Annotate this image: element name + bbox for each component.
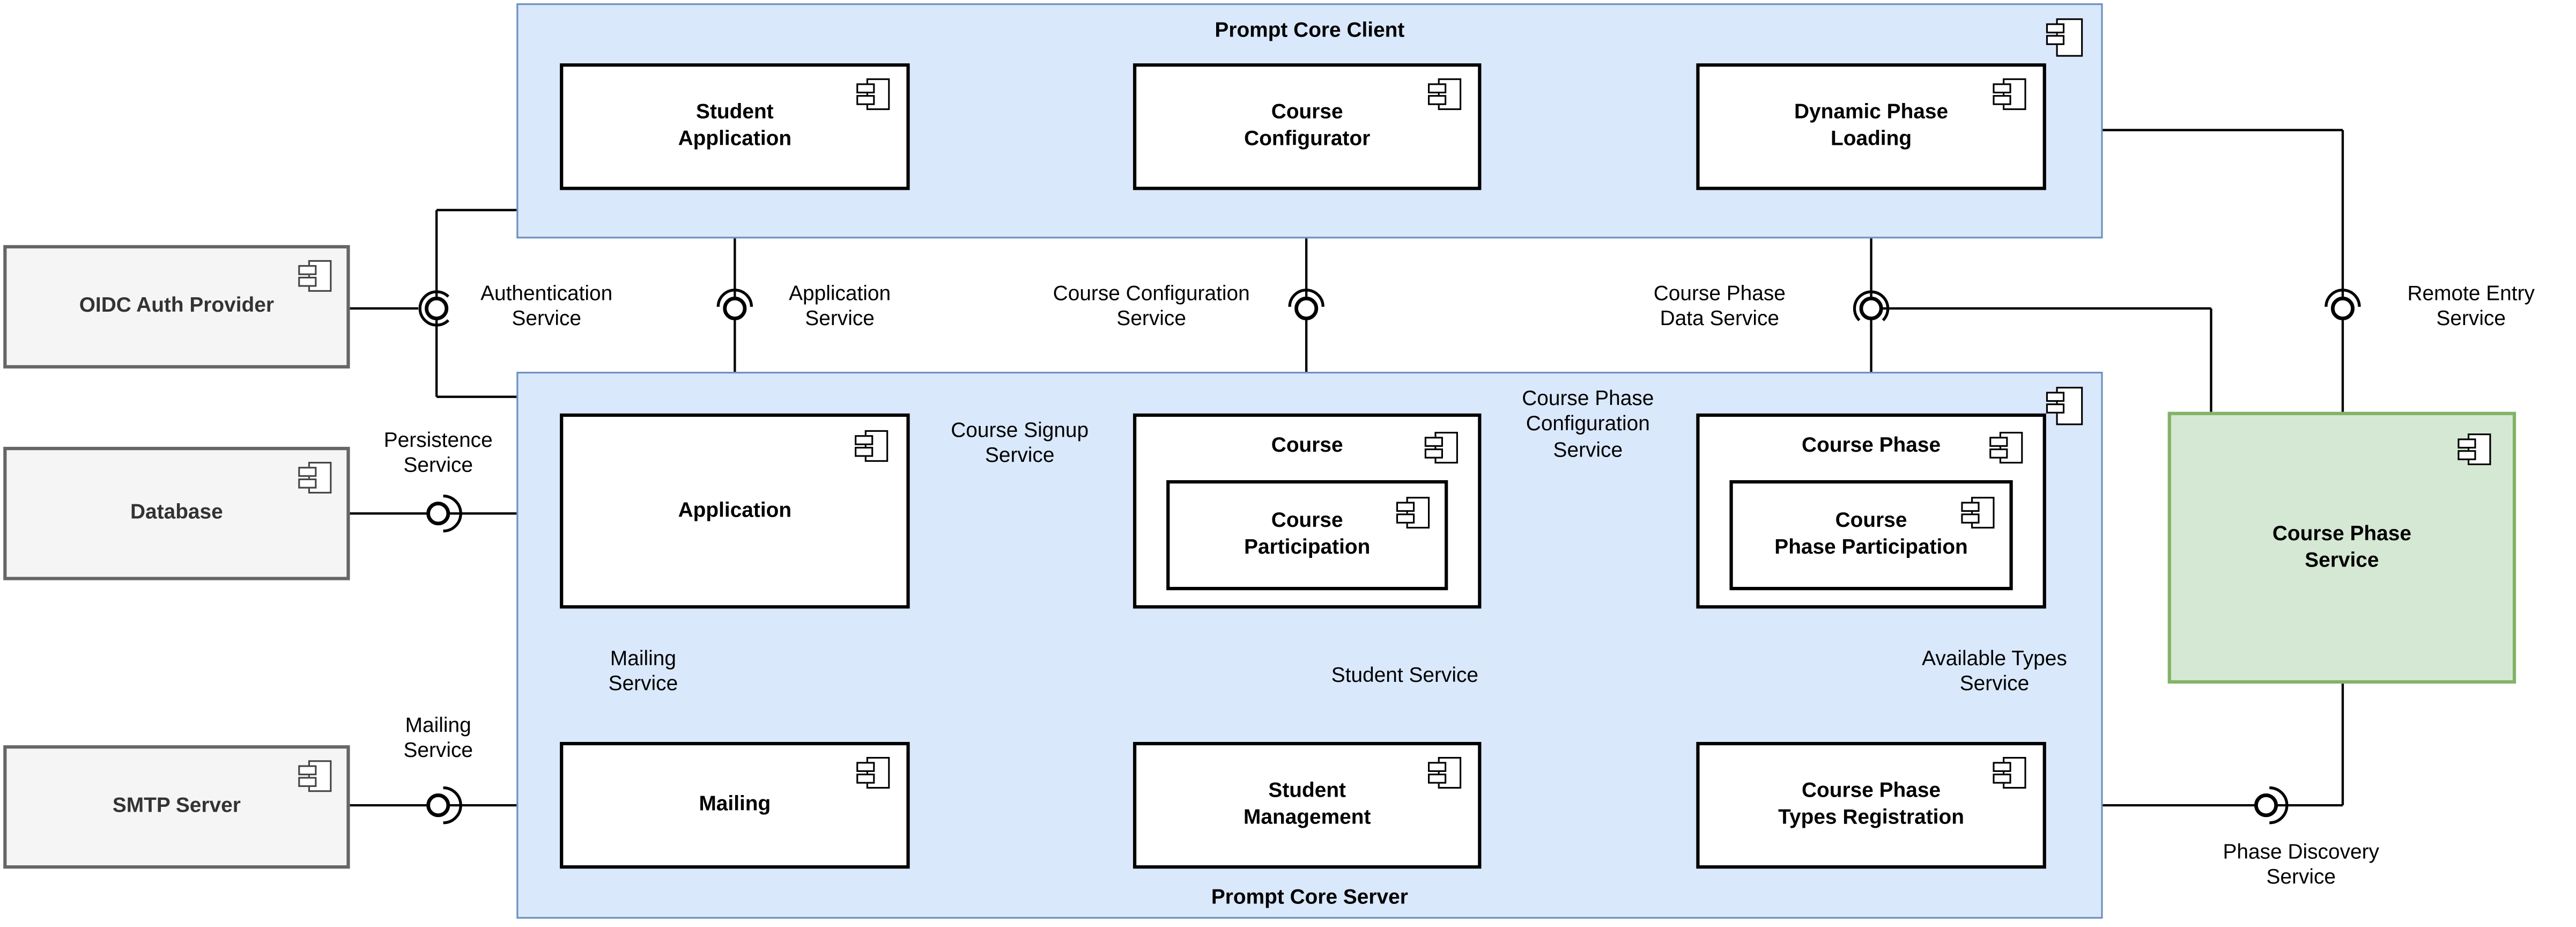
remote-entry-socket-icon <box>2325 289 2361 307</box>
component-course-phase-types-registration: Course Phase Types Registration <box>1696 742 2046 869</box>
component-label: Course Configurator <box>1244 100 1371 150</box>
component-course-phase-participation: Course Phase Participation <box>1729 480 2013 591</box>
interface-label-course-configuration-service: Course Configuration Service <box>1053 282 1250 331</box>
component-student-application: Student Application <box>560 63 910 190</box>
interface-label-course-phase-data-service: Course Phase Data Service <box>1653 282 1786 331</box>
component-label: Student Management <box>1243 779 1371 829</box>
interface-label-phase-discovery-service: Phase Discovery Service <box>2223 840 2379 889</box>
course-phase-data-socket-icon <box>1853 290 1890 321</box>
client-container-title: Prompt Core Client <box>1215 18 1405 42</box>
external-label: Database <box>130 500 223 524</box>
uml-component-icon <box>1396 497 1430 529</box>
uml-component-icon <box>1989 431 2023 464</box>
uml-component-icon <box>2046 387 2083 425</box>
course-phase-data-ball-icon <box>1859 296 1883 321</box>
persistence-ball-icon <box>426 502 450 526</box>
remote-entry-ball-icon <box>2330 296 2355 321</box>
component-label: Course Phase Types Registration <box>1778 779 1964 829</box>
course-configuration-ball-icon <box>1294 296 1319 321</box>
component-label: Application <box>678 498 792 521</box>
uml-component-icon <box>1961 497 1995 529</box>
mailing-external-socket-icon <box>443 786 462 825</box>
persistence-socket-icon <box>443 494 462 533</box>
component-label: Mailing <box>699 792 771 816</box>
authentication-socket-icon <box>418 290 450 327</box>
application-service-ball-icon <box>723 296 747 321</box>
external-database: Database <box>3 446 350 580</box>
uml-component-icon <box>2046 18 2083 57</box>
external-oidc-auth-provider: OIDC Auth Provider <box>3 245 350 369</box>
uml-component-icon <box>1993 756 2026 789</box>
interface-label-available-types-service: Available Types Service <box>1922 646 2067 696</box>
uml-component-icon <box>1424 431 1458 464</box>
interface-label-remote-entry-service: Remote Entry Service <box>2407 282 2535 331</box>
component-label: Student Application <box>678 100 792 150</box>
component-student-management: Student Management <box>1133 742 1482 869</box>
application-service-socket-icon <box>716 289 753 307</box>
uml-component-icon <box>1993 78 2026 111</box>
interface-label-application-service: Application Service <box>789 282 891 331</box>
phase-discovery-ball-icon <box>2254 793 2278 818</box>
uml-component-icon <box>298 760 332 792</box>
component-mailing: Mailing <box>560 742 910 869</box>
server-container-title: Prompt Core Server <box>1211 885 1408 909</box>
uml-component-icon <box>1428 78 1462 111</box>
interface-label-course-phase-configuration-service: Course Phase Configuration Service <box>1522 387 1654 461</box>
interface-label-persistence-service: Persistence Service <box>383 428 493 477</box>
external-label: OIDC Auth Provider <box>79 293 275 318</box>
component-label: Course Phase Participation <box>1774 509 1968 559</box>
component-label: Course <box>1271 433 1343 457</box>
interface-label-mailing-service-internal: Mailing Service <box>608 646 678 696</box>
component-application: Application <box>560 413 910 609</box>
component-label: Course Participation <box>1244 509 1371 559</box>
interface-label-mailing-service-external: Mailing Service <box>403 713 473 763</box>
external-smtp-server: SMTP Server <box>3 745 350 869</box>
component-course-participation: Course Participation <box>1166 480 1448 591</box>
uml-component-icon <box>1428 756 1462 789</box>
interface-label-authentication-service: Authentication Service <box>480 282 613 331</box>
uml-component-icon <box>855 430 889 462</box>
authentication-ball-icon <box>425 296 449 321</box>
uml-component-icon <box>856 756 890 789</box>
mailing-external-ball-icon <box>426 793 450 818</box>
component-label: Dynamic Phase Loading <box>1794 100 1949 150</box>
component-label: Course Phase Service <box>2272 521 2411 571</box>
uml-component-icon <box>298 461 332 494</box>
uml-component-icon <box>2457 433 2491 466</box>
component-dynamic-phase-loading: Dynamic Phase Loading <box>1696 63 2046 190</box>
phase-discovery-socket-icon <box>2269 786 2289 825</box>
course-configuration-socket-icon <box>1288 289 1324 307</box>
external-label: SMTP Server <box>112 793 241 818</box>
component-course-configurator: Course Configurator <box>1133 63 1482 190</box>
component-course-phase-service: Course Phase Service <box>2167 411 2516 684</box>
interface-label-course-signup-service: Course Signup Service <box>951 418 1089 467</box>
uml-component-icon <box>856 78 890 111</box>
component-label: Course Phase <box>1802 433 1941 457</box>
uml-component-icon <box>298 260 332 292</box>
interface-label-student-service: Student Service <box>1331 663 1479 687</box>
